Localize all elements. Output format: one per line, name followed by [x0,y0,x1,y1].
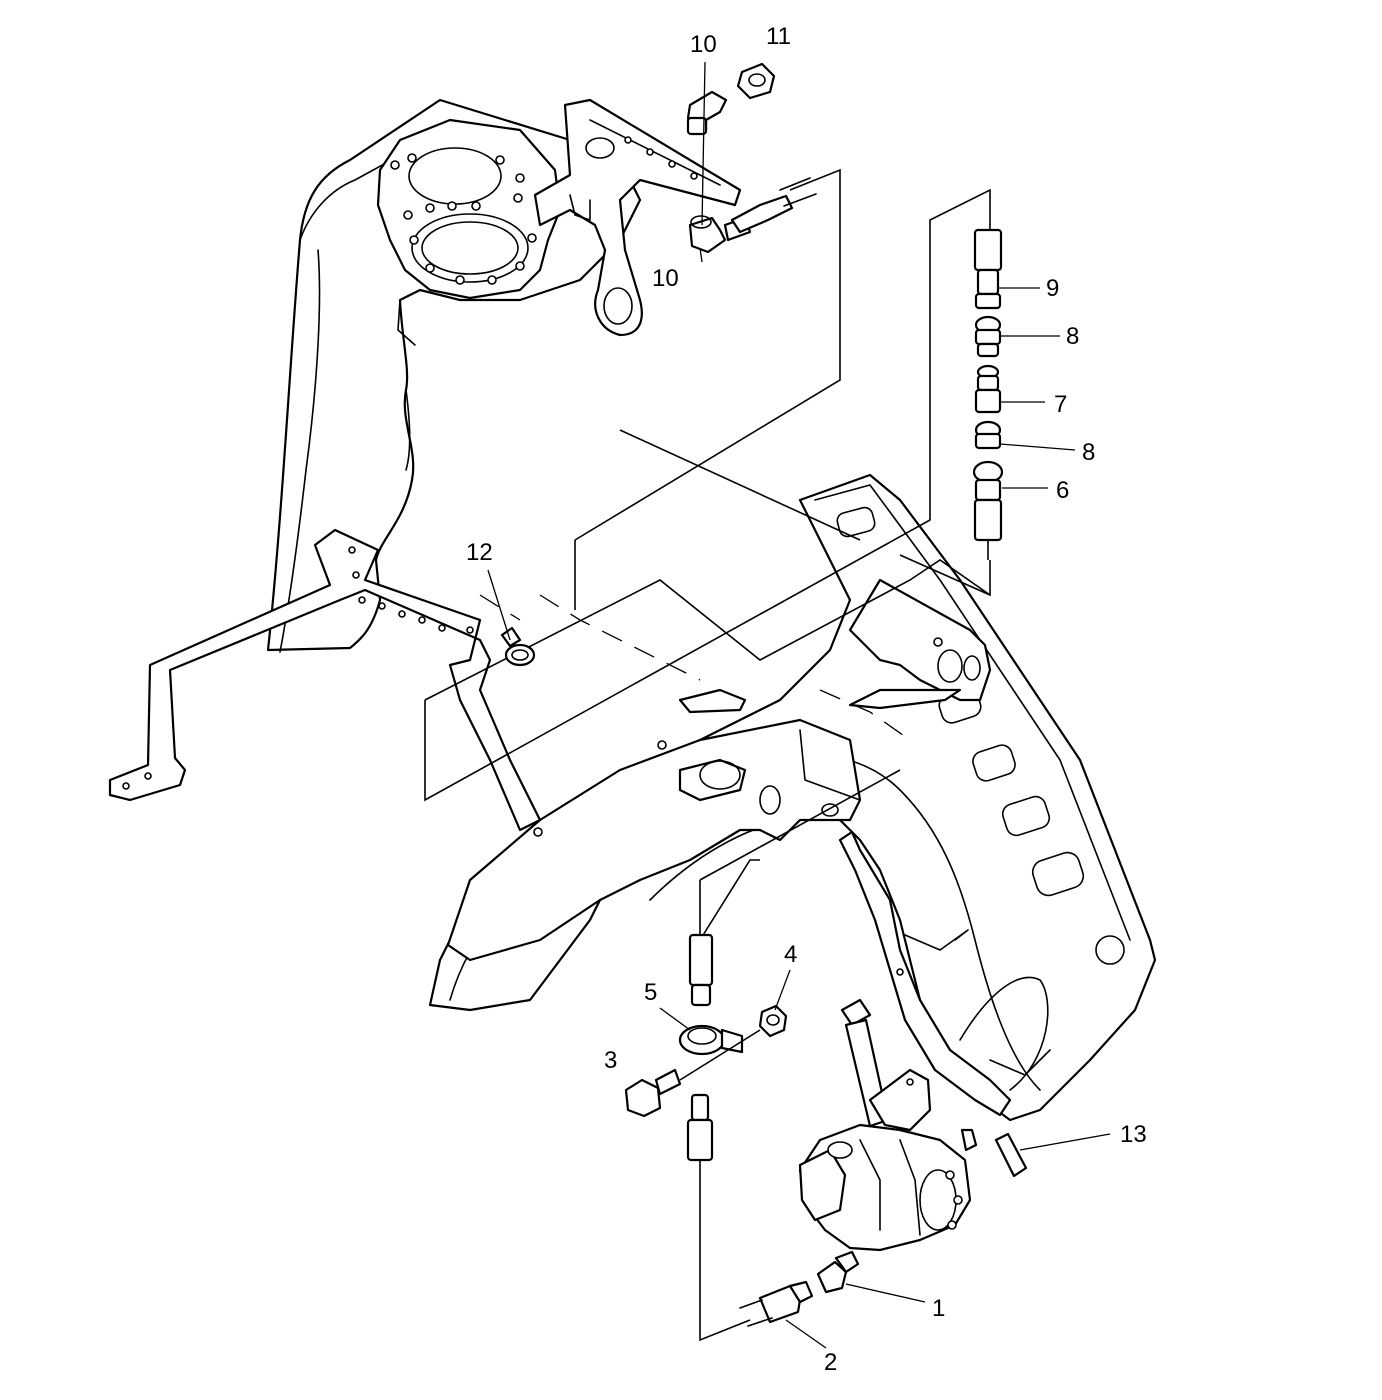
elbow-fitting-upper [686,90,728,136]
rear-pivot-bracket [678,578,992,714]
callout-10-lower: 10 [652,265,679,292]
callout-3: 3 [604,1047,617,1074]
coupling-7 [974,364,1002,414]
callout-8-upper: 8 [1066,323,1079,350]
callout-13: 13 [1120,1121,1147,1148]
hose-routing [424,168,991,1342]
callout-7: 7 [1054,391,1067,418]
hose-end-9 [973,228,1003,310]
pin-13 [994,1132,1028,1178]
callout-1: 1 [932,1295,945,1322]
callout-12: 12 [466,539,493,566]
hose-end-6 [972,460,1004,542]
mounting-plate [446,718,862,962]
leader-lines [487,61,1111,1349]
steering-valve-assembly [798,1123,978,1252]
drag-link [838,830,1012,1117]
bolt-axis [679,1029,761,1081]
clamp-12 [500,626,536,667]
callout-labels: 1 2 3 4 5 6 7 8 8 9 10 10 11 12 13 [466,23,1147,1376]
upper-bracket-arm [533,98,742,337]
callout-10-upper: 10 [690,31,717,58]
hydraulic-cylinder [840,998,932,1132]
callout-2: 2 [824,1349,837,1376]
bolt-3 [624,1068,682,1118]
callout-4: 4 [784,941,797,968]
callout-5: 5 [644,979,657,1006]
turntable-plate [376,118,562,300]
callout-11: 11 [766,23,791,50]
adapter-8-upper [974,315,1002,358]
hose-end-upper [730,177,817,234]
callout-8-lower: 8 [1082,439,1095,466]
cross-member [108,528,542,832]
hex-nut-top [736,62,776,100]
union-1 [816,1250,860,1294]
hose-end-upper-lower-line [688,933,714,1007]
callout-9: 9 [1046,275,1059,302]
adapter-8-lower [974,420,1002,450]
callout-6: 6 [1056,477,1069,504]
hose-end-lower-line [686,1093,714,1162]
hose-end-2 [739,1280,814,1327]
nut-4 [758,1004,788,1038]
clamp-5 [678,1024,744,1056]
